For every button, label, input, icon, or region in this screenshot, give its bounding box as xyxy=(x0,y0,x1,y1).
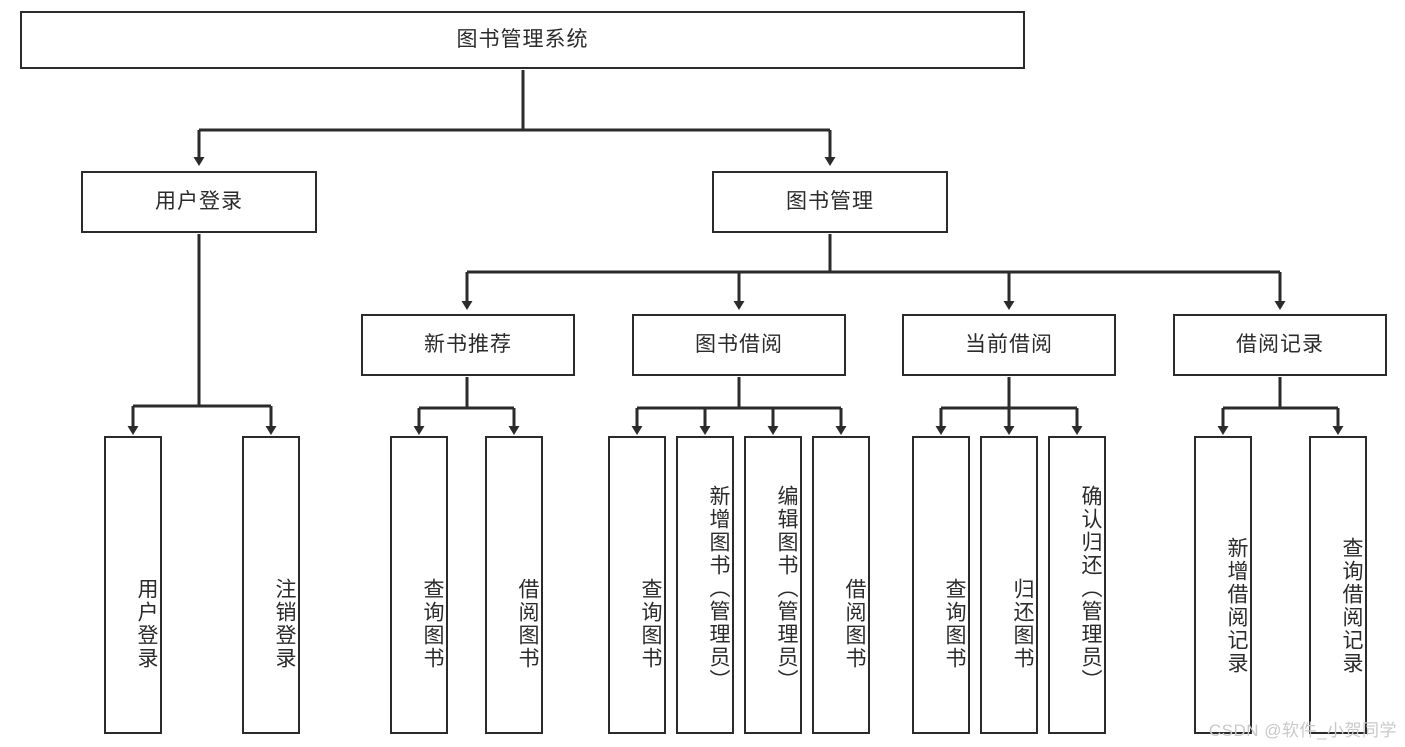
leaf-edit-book[interactable]: 编辑图书（管理员） xyxy=(744,436,802,734)
leaf-borrow-book-1-label: 借阅图书 xyxy=(516,578,539,670)
node-new-book-recommend[interactable]: 新书推荐 xyxy=(361,314,575,376)
leaf-query-book-1[interactable]: 查询图书 xyxy=(390,436,448,734)
leaf-query-record[interactable]: 查询借阅记录 xyxy=(1309,436,1367,734)
leaf-query-book-1-label: 查询图书 xyxy=(421,578,444,670)
leaf-query-book-3-label: 查询图书 xyxy=(943,578,966,670)
node-book-manage-label: 图书管理 xyxy=(786,190,874,214)
leaf-query-book-3[interactable]: 查询图书 xyxy=(912,436,970,734)
leaf-return-book-label: 归还图书 xyxy=(1011,578,1034,670)
node-borrow-record[interactable]: 借阅记录 xyxy=(1173,314,1387,376)
node-current-borrow-label: 当前借阅 xyxy=(965,333,1053,357)
node-current-borrow[interactable]: 当前借阅 xyxy=(902,314,1116,376)
leaf-edit-book-label: 编辑图书（管理员） xyxy=(775,484,798,692)
leaf-borrow-book-1[interactable]: 借阅图书 xyxy=(485,436,543,734)
node-borrow-record-label: 借阅记录 xyxy=(1236,333,1324,357)
watermark: CSDN @软件_小贺同学 xyxy=(1208,721,1397,740)
leaf-return-book[interactable]: 归还图书 xyxy=(980,436,1038,734)
node-user-login-label: 用户登录 xyxy=(155,190,243,214)
node-root-label: 图书管理系统 xyxy=(456,28,589,52)
leaf-logout-login-label: 注销登录 xyxy=(273,578,296,670)
leaf-user-login[interactable]: 用户登录 xyxy=(104,436,162,734)
node-new-book-recommend-label: 新书推荐 xyxy=(424,333,512,357)
leaf-confirm-return-label: 确认归还（管理员） xyxy=(1079,484,1102,692)
node-book-borrow-label: 图书借阅 xyxy=(695,333,783,357)
node-book-manage[interactable]: 图书管理 xyxy=(712,171,948,233)
leaf-borrow-book-2[interactable]: 借阅图书 xyxy=(812,436,870,734)
leaf-logout-login[interactable]: 注销登录 xyxy=(242,436,300,734)
leaf-query-record-label: 查询借阅记录 xyxy=(1340,537,1363,675)
leaf-user-login-label: 用户登录 xyxy=(135,578,158,670)
node-root[interactable]: 图书管理系统 xyxy=(20,11,1025,69)
node-book-borrow[interactable]: 图书借阅 xyxy=(632,314,846,376)
leaf-add-book[interactable]: 新增图书（管理员） xyxy=(676,436,734,734)
leaf-query-book-2[interactable]: 查询图书 xyxy=(608,436,666,734)
leaf-confirm-return[interactable]: 确认归还（管理员） xyxy=(1048,436,1106,734)
node-user-login[interactable]: 用户登录 xyxy=(81,171,317,233)
leaf-borrow-book-2-label: 借阅图书 xyxy=(843,578,866,670)
leaf-add-book-label: 新增图书（管理员） xyxy=(707,484,730,692)
leaf-add-record-label: 新增借阅记录 xyxy=(1225,537,1248,675)
leaf-add-record[interactable]: 新增借阅记录 xyxy=(1194,436,1252,734)
leaf-query-book-2-label: 查询图书 xyxy=(639,578,662,670)
